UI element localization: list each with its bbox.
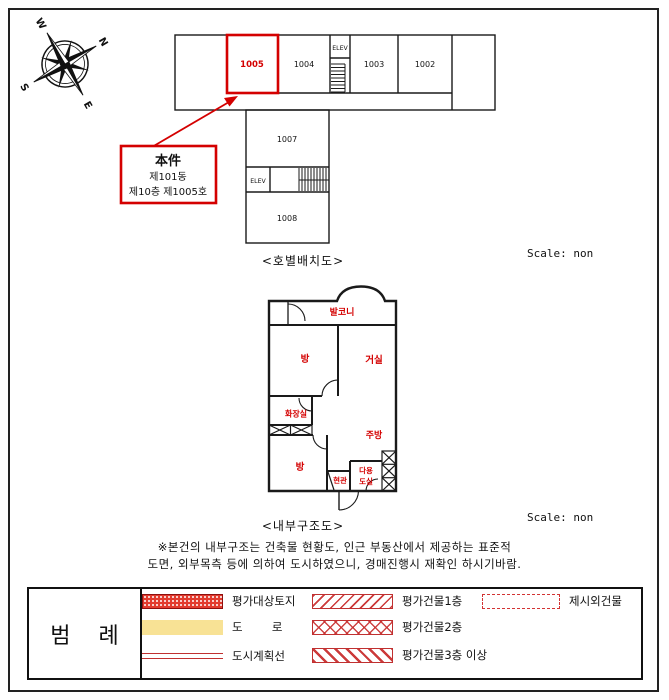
swatch-road [142, 619, 223, 635]
room-balcony-label: 발코니 [330, 306, 355, 318]
stairs-wing-icon [298, 168, 329, 191]
unit-layout-scale: Scale: non [527, 247, 594, 260]
callout-title: 本件 [155, 153, 181, 169]
elevator-main-label: ELEV [332, 45, 348, 52]
room-upper-label: 방 [301, 353, 310, 365]
swatch-extra-building [482, 593, 560, 609]
building-main-bar [174, 34, 496, 111]
legend-label: 평가대상토지 [232, 594, 296, 608]
compass-n-label: N [96, 36, 110, 49]
legend-item-extra-building: 제시외건물 [482, 593, 622, 609]
room-lower-label: 방 [296, 461, 305, 473]
swatch-appraisal-land [142, 593, 223, 609]
legend-item-building-3f: 평가건물3층 이상 [312, 647, 487, 663]
compass-e-label: E [81, 100, 94, 112]
room-utility-label-line1: 다용 [359, 465, 373, 475]
swatch-city-plan-line [142, 653, 223, 659]
legend-label: 제시외건물 [569, 594, 622, 608]
unit-1008-label: 1008 [277, 214, 297, 223]
swatch-building-3f [312, 647, 393, 663]
callout-box [119, 144, 218, 205]
floor-plan-caption: <내부구조도> [261, 519, 345, 533]
legend-label: 평가건물2층 [402, 620, 463, 634]
hatched-shaft-left [268, 424, 313, 436]
door-arcs [287, 303, 379, 511]
hatched-shaft-right [381, 450, 397, 492]
unit-1005-label: 1005 [240, 60, 264, 70]
floor-plan-inner-walls [269, 301, 396, 491]
legend-item-building-2f: 평가건물2층 [312, 619, 462, 635]
compass-s-label: S [17, 82, 30, 94]
room-entrance-label: 현관 [333, 475, 347, 485]
legend-label: 도 로 [232, 620, 283, 634]
compass-w-label: W [33, 17, 48, 32]
subject-callout: 本件 제101동 제10층 제1005호 [119, 96, 238, 205]
legend-label: 도시계획선 [232, 649, 285, 663]
legend-item-appraisal-land: 평가대상토지 [142, 593, 295, 609]
unit-1004-label: 1004 [294, 60, 314, 69]
stairs-main-icon [331, 63, 346, 93]
room-utility-label-line2: 도실 [359, 476, 373, 486]
floor-plan-scale: Scale: non [527, 511, 594, 524]
swatch-building-2f [312, 619, 393, 635]
callout-line1: 제101동 [149, 171, 187, 183]
unit-1002-label: 1002 [415, 60, 435, 69]
legend-title-cell: 범 례 [29, 589, 142, 678]
unit-layout-caption: <호별배치도> [261, 254, 345, 268]
building-wing [245, 109, 330, 244]
callout-arrow-head [224, 96, 238, 107]
room-bathroom-label: 화장실 [285, 409, 307, 419]
note-line2: 도면, 외부목측 등에 의하여 도시하였으니, 경매진행시 재확인 하시기바람. [147, 556, 522, 571]
legend-label: 평가건물1층 [402, 594, 463, 608]
legend-label: 평가건물3층 이상 [402, 648, 488, 662]
legend-item-building-1f: 평가건물1층 [312, 593, 462, 609]
unit-1007-label: 1007 [277, 135, 297, 144]
legend: 범 례 평가대상토지 도 로 도시계획선 평가건물1층 평가건물2층 평가건물3… [27, 587, 643, 680]
legend-title: 범 례 [50, 623, 119, 649]
room-kitchen-label: 주방 [366, 429, 383, 441]
legend-item-city-plan-line: 도시계획선 [142, 648, 285, 664]
compass-rose: N E S W [17, 17, 110, 112]
floor-plan-diagram: 발코니 방 거실 화장실 주방 방 현관 다용 도실 [267, 285, 398, 511]
page-border [8, 8, 659, 692]
swatch-building-1f [312, 593, 393, 609]
compass-cardinal-points [33, 32, 97, 96]
note-text: ※본건의 내부구조는 건축물 현황도, 인근 부동산에서 제공하는 표준적 도면… [30, 539, 639, 572]
note-line1: ※본건의 내부구조는 건축물 현황도, 인근 부동산에서 제공하는 표준적 [157, 540, 512, 554]
unit-layout-diagram: 1004 1003 1002 1007 1008 ELEV ELEV [174, 34, 496, 244]
subject-unit-highlight: 1005 [225, 33, 280, 95]
callout-line2: 제10층 제1005호 [129, 186, 207, 198]
unit-1003-label: 1003 [364, 60, 384, 69]
room-living-label: 거실 [365, 354, 383, 366]
elevator-wing-label: ELEV [250, 178, 266, 185]
legend-item-road: 도 로 [142, 619, 282, 635]
callout-arrow-line [151, 101, 230, 148]
building-wing-walls [246, 166, 329, 193]
floor-plan-outer-wall [267, 285, 398, 493]
